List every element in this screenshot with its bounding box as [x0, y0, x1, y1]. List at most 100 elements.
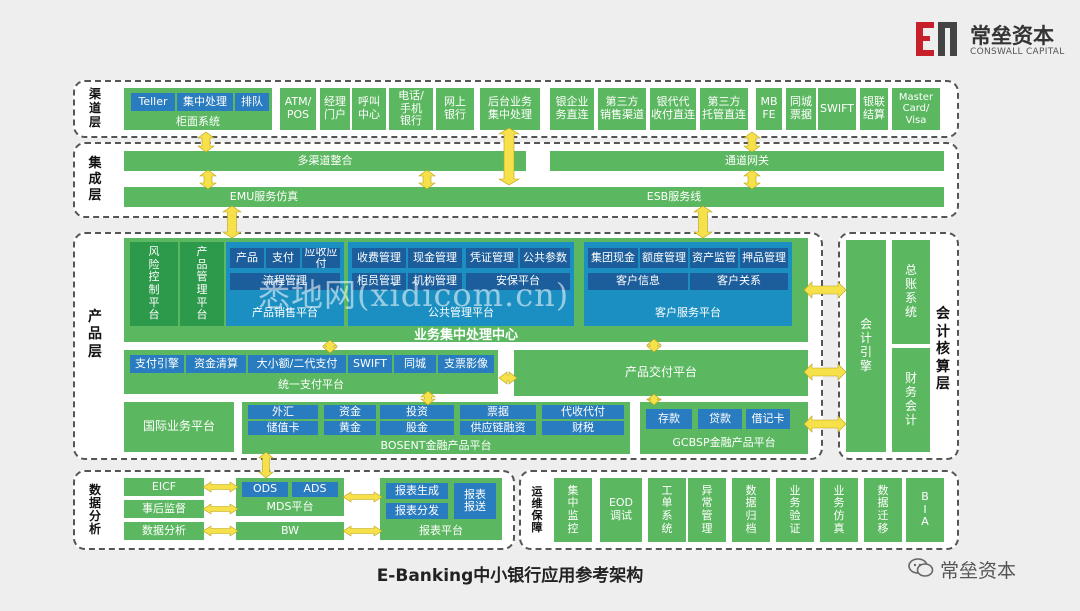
product-layer-label: 产 品 层 — [88, 308, 102, 360]
connector-arrow — [342, 525, 383, 537]
report-platform-label: 报表平台 — [419, 524, 463, 537]
public-item: 凭证管理 — [466, 248, 518, 268]
ops-item: 工 单 系 统 — [648, 478, 686, 542]
sales-item: 产品 — [230, 248, 264, 268]
bosent-item: 黄金 — [324, 421, 376, 435]
brand-logo — [914, 18, 964, 60]
ods-box: ODS — [242, 482, 288, 497]
diagram-caption: E-Banking中小银行应用参考架构 — [376, 565, 644, 586]
connector-arrow — [322, 339, 338, 354]
brand-name-en: CONSWALL CAPITAL — [970, 47, 1065, 57]
report-gen-box: 报表生成 — [386, 483, 448, 499]
connector-arrow — [497, 127, 521, 186]
centralized-box: 集中处理 — [177, 93, 233, 111]
channel-item: 银代代 收付直连 — [650, 88, 696, 130]
channel-item: ATM/ POS — [280, 88, 316, 130]
integration-layer-label: 集 成 层 — [88, 155, 102, 204]
safety-box: 安保平台 — [466, 273, 570, 290]
intl-box: 国际业务平台 — [124, 402, 234, 452]
connector-arrow — [803, 281, 847, 299]
ops-item: 集 中 监 控 — [554, 478, 592, 542]
customer-relation-box: 客户关系 — [690, 273, 788, 290]
delivery-box: 产品交付平台 — [514, 350, 808, 396]
gcbsp-item: 借记卡 — [746, 409, 790, 429]
connector-arrow — [202, 503, 239, 515]
ops-item: B I A — [906, 478, 944, 542]
connector-arrow — [222, 205, 242, 239]
ops-item: 数 据 归 档 — [732, 478, 770, 542]
gateway-box: 通道网关 — [550, 151, 944, 171]
channel-item: 第三方 托管直连 — [700, 88, 748, 130]
payment-item: 支付引擎 — [130, 355, 184, 373]
public-sub-org: 机构管理 — [408, 273, 462, 290]
bosent-item: 财税 — [542, 421, 624, 435]
sales-item: 应收应付 — [302, 248, 340, 268]
customer-item: 押品管理 — [740, 248, 788, 268]
public-item: 收费管理 — [352, 248, 406, 268]
teller-box: Teller — [131, 93, 175, 111]
customer-item: 额度管理 — [640, 248, 688, 268]
bosent-item: 供应链融资 — [460, 421, 536, 435]
channel-item: Master Card/ Visa — [892, 88, 940, 130]
customer-item: 资产监管 — [690, 248, 738, 268]
public-sub-teller: 柜员管理 — [352, 273, 406, 290]
connector-arrow — [803, 363, 847, 381]
eicf-box: EICF — [124, 478, 204, 496]
finance-box: 财 务 会 计 — [892, 348, 930, 452]
counter-system-label: 柜面系统 — [176, 115, 220, 128]
watermark: 悉地网(xidicom.cn) — [258, 276, 570, 314]
channel-item: MB FE — [756, 88, 782, 130]
customer-item: 集团现金 — [588, 248, 638, 268]
report-send-box: 报表 报送 — [454, 483, 496, 519]
ops-item: 异 常 管 理 — [688, 478, 726, 542]
report-dist-box: 报表分发 — [386, 503, 448, 519]
analysis-box: 数据分析 — [124, 522, 204, 540]
connector-arrow — [202, 525, 239, 537]
bosent-item: 股金 — [380, 421, 454, 435]
emu-box: EMU服务仿真 — [124, 187, 404, 207]
channel-item: SWIFT — [818, 88, 856, 130]
esb-box: ESB服务线 — [404, 187, 944, 207]
customer-info-box: 客户信息 — [588, 273, 688, 290]
connector-arrow — [199, 169, 217, 190]
connector-arrow — [258, 451, 274, 479]
channel-item: 呼叫 中心 — [352, 88, 386, 130]
bw-box: BW — [236, 522, 344, 540]
center-label: 业务集中处理中心 — [413, 327, 518, 343]
connector-arrow — [420, 390, 436, 406]
bosent-item: 资金 — [324, 405, 376, 419]
data-layer-label: 数 据 分 析 — [88, 482, 101, 537]
queue-box: 排队 — [235, 93, 269, 111]
bosent-item: 投资 — [380, 405, 454, 419]
ops-item: 业 务 仿 真 — [820, 478, 858, 542]
connector-arrow — [743, 131, 761, 153]
supervision-box: 事后监督 — [124, 500, 204, 518]
public-item: 现金管理 — [408, 248, 462, 268]
gcbsp-item: 贷款 — [698, 409, 742, 429]
payment-item: 资金清算 — [186, 355, 246, 373]
connector-arrow — [743, 169, 761, 190]
ops-label: 运 维 保 障 — [531, 484, 543, 535]
connector-arrow — [498, 371, 518, 385]
payment-item: SWIFT — [348, 355, 392, 373]
ledger-box: 总 账 系 统 — [892, 240, 930, 344]
bosent-item: 代收代付 — [542, 405, 624, 419]
connector-arrow — [418, 169, 436, 190]
gcbsp-item: 存款 — [646, 409, 692, 429]
payment-item: 支票影像 — [438, 355, 494, 373]
public-item: 公共参数 — [520, 248, 570, 268]
payment-item: 大小额/二代支付 — [248, 355, 346, 373]
channel-item: 后台业务 集中处理 — [480, 88, 540, 130]
ads-box: ADS — [292, 482, 338, 497]
connector-arrow — [646, 338, 662, 353]
ops-item: 数 据 迁 移 — [864, 478, 902, 542]
sales-item: 支付 — [266, 248, 300, 268]
brand-name-cn: 常垒资本 — [970, 24, 1054, 48]
channel-item: 银企业 务直连 — [550, 88, 594, 130]
gcbsp-label: GCBSP金融产品平台 — [672, 436, 776, 449]
connector-arrow — [197, 131, 215, 153]
connector-arrow — [342, 491, 383, 503]
accounting-engine-box: 会 计 引 擎 — [846, 240, 886, 452]
public-platform-label: 公共管理平台 — [428, 306, 494, 319]
